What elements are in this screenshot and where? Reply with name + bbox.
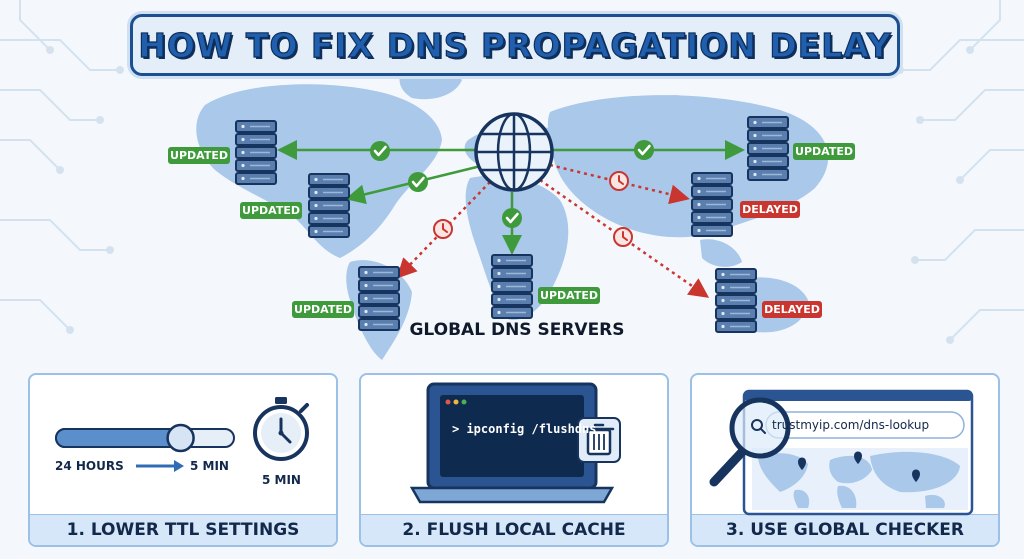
ttl-to-label: 5 MIN xyxy=(190,459,229,473)
arrow-right-icon-head xyxy=(174,460,184,472)
title-banner: HOW TO FIX DNS PROPAGATION DELAY xyxy=(130,14,900,76)
map-pin-icon xyxy=(798,451,920,482)
status-badge-south-asia: DELAYED xyxy=(740,201,800,218)
status-badge-south-america: UPDATED xyxy=(292,301,354,318)
status-badge-africa: UPDATED xyxy=(538,287,600,304)
ttl-slider-handle[interactable] xyxy=(166,423,195,453)
network-label: GLOBAL DNS SERVERS xyxy=(409,320,625,340)
link-south-asia xyxy=(549,163,690,205)
url-text: trustmyip.com/dns-lookup xyxy=(772,418,930,432)
terminal-window[interactable] xyxy=(440,395,584,477)
ttl-from-label: 24 HOURS xyxy=(55,459,124,473)
page-title: HOW TO FIX DNS PROPAGATION DELAY xyxy=(138,25,892,65)
status-badge-west-north-america: UPDATED xyxy=(168,147,230,164)
step-title: 1. LOWER TTL SETTINGS xyxy=(30,514,336,545)
trash-icon[interactable] xyxy=(577,417,621,463)
status-badge-east-asia: UPDATED xyxy=(793,143,855,160)
status-badge-australia: DELAYED xyxy=(762,301,822,318)
status-badge-central-north-america: UPDATED xyxy=(240,202,302,219)
search-icon xyxy=(751,419,766,434)
laptop-base xyxy=(409,486,615,504)
terminal-command: > ipconfig /flushdns xyxy=(452,422,597,436)
globe-icon xyxy=(474,112,554,192)
timer-label: 5 MIN xyxy=(262,473,301,487)
step-title: 2. FLUSH LOCAL CACHE xyxy=(361,514,667,545)
stopwatch-icon xyxy=(253,397,309,461)
